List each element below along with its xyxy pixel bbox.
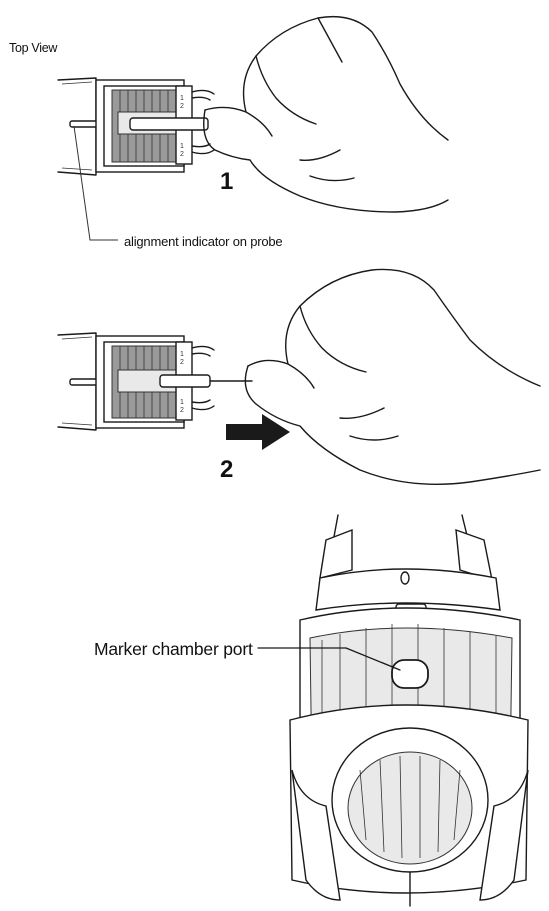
port-leader-line bbox=[257, 647, 401, 671]
alignment-leader-line bbox=[73, 125, 118, 241]
pull-direction-arrow bbox=[226, 414, 290, 450]
clip-top-1 bbox=[191, 89, 215, 95]
pull-tab-2 bbox=[159, 374, 211, 388]
svg-text:2: 2 bbox=[180, 151, 184, 158]
top-view-label: Top View bbox=[9, 41, 58, 55]
front-view-illustration bbox=[257, 514, 529, 907]
svg-text:1: 1 bbox=[180, 351, 184, 358]
collar-clip-right bbox=[479, 769, 529, 901]
clip-top-2 bbox=[191, 345, 215, 351]
top-notch bbox=[400, 571, 410, 585]
alignment-indicator-label: alignment indicator on probe bbox=[124, 234, 283, 249]
svg-text:1: 1 bbox=[180, 399, 184, 406]
svg-text:1: 1 bbox=[180, 95, 184, 102]
step-2-number: 2 bbox=[220, 456, 234, 483]
step-1-number: 1 bbox=[220, 168, 234, 195]
step-2-illustration: 12 12 bbox=[57, 268, 541, 485]
svg-text:2: 2 bbox=[180, 359, 184, 366]
clip-bottom-1 bbox=[191, 149, 215, 155]
pull-tab-1 bbox=[129, 117, 209, 131]
step-1-illustration: 12 12 bbox=[57, 15, 449, 241]
svg-text:2: 2 bbox=[180, 103, 184, 110]
svg-text:2: 2 bbox=[180, 407, 184, 414]
hand-2 bbox=[244, 365, 541, 485]
prong-left bbox=[319, 528, 353, 579]
marker-chamber-port bbox=[391, 659, 429, 689]
collar-clip-left bbox=[291, 769, 341, 901]
marker-chamber-port-label: Marker chamber port bbox=[94, 639, 253, 659]
hand-1 bbox=[203, 109, 449, 213]
svg-text:1: 1 bbox=[180, 143, 184, 150]
clip-bottom-2 bbox=[191, 405, 215, 411]
